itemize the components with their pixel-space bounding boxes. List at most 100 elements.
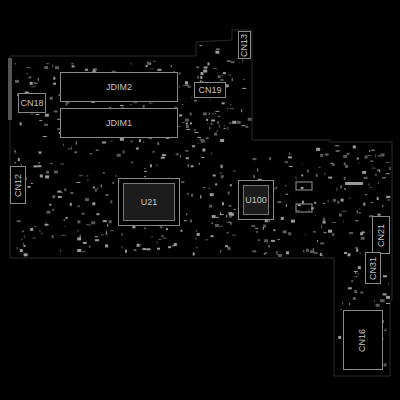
smd-part — [375, 154, 376, 157]
smd-part — [230, 184, 232, 186]
connector-outline: JDIM2 — [60, 72, 178, 102]
smd-part — [337, 201, 339, 204]
smd-part — [383, 275, 387, 277]
smd-part — [239, 62, 240, 63]
smd-part — [316, 148, 320, 151]
smd-part — [215, 224, 219, 227]
smd-part — [320, 154, 323, 157]
smd-part — [23, 243, 24, 244]
smd-part — [228, 247, 231, 250]
smd-part — [264, 239, 268, 242]
ref-designator: U100 — [245, 196, 267, 205]
smd-part — [20, 122, 22, 125]
smd-part — [186, 213, 187, 215]
smd-part — [215, 111, 219, 112]
smd-part — [191, 97, 192, 98]
smd-part — [33, 82, 37, 84]
smd-part — [93, 186, 95, 188]
smd-part — [95, 236, 98, 237]
smd-part — [144, 168, 146, 169]
smd-part — [336, 188, 337, 191]
smd-part — [208, 188, 210, 189]
smd-part — [357, 158, 359, 160]
smd-part — [257, 168, 258, 171]
smd-part — [323, 203, 325, 204]
smd-part — [359, 212, 361, 213]
smd-part — [355, 272, 356, 274]
smd-part — [133, 102, 137, 103]
smd-part — [27, 73, 28, 74]
smd-part — [24, 253, 28, 256]
smd-part — [229, 205, 232, 206]
smd-part — [45, 114, 49, 117]
smd-part — [200, 195, 201, 198]
smd-part — [137, 244, 140, 247]
smd-part — [28, 77, 31, 79]
smd-part — [354, 276, 358, 277]
edge-connector — [8, 58, 12, 120]
smd-part — [314, 253, 318, 254]
smd-part — [57, 191, 61, 193]
smd-part — [386, 303, 390, 304]
smd-part — [185, 119, 189, 122]
smd-part — [221, 175, 224, 178]
smd-part — [190, 122, 192, 124]
smd-part — [220, 212, 221, 215]
smd-part — [95, 189, 97, 192]
smd-part — [228, 192, 230, 195]
smd-part — [46, 63, 49, 65]
smd-part — [365, 156, 368, 159]
smd-part — [386, 296, 390, 299]
smd-part — [278, 254, 282, 257]
smd-part — [182, 104, 183, 105]
smd-part — [311, 207, 314, 209]
smd-part — [116, 175, 117, 177]
smd-part — [134, 249, 137, 251]
smd-part — [242, 125, 246, 126]
smd-part — [70, 192, 73, 194]
smd-part — [35, 86, 36, 87]
smd-part — [52, 209, 54, 211]
smd-part — [220, 139, 224, 142]
smd-part — [344, 177, 346, 180]
smd-part — [253, 175, 255, 178]
smd-part — [49, 204, 51, 206]
smd-part — [153, 61, 156, 62]
smd-part — [144, 228, 146, 229]
smd-part — [372, 168, 376, 169]
smd-part — [228, 222, 232, 223]
smd-part — [220, 250, 221, 252]
smd-part — [222, 75, 223, 76]
smd-part — [216, 49, 220, 50]
smd-part — [211, 120, 215, 122]
smd-part — [243, 79, 244, 80]
smd-part — [179, 86, 180, 87]
smd-part — [320, 253, 322, 256]
smd-part — [89, 246, 91, 248]
smd-part — [147, 248, 151, 250]
smd-part — [20, 249, 23, 252]
smd-part — [370, 161, 373, 162]
smd-part — [255, 228, 258, 229]
smd-part — [109, 220, 112, 223]
smd-part — [166, 138, 169, 139]
smd-part — [285, 194, 288, 195]
smd-part — [64, 188, 66, 191]
smd-part — [162, 238, 166, 239]
smd-part — [150, 164, 152, 167]
smd-part — [369, 183, 370, 186]
smd-part — [378, 182, 379, 184]
smd-part — [285, 185, 286, 186]
smd-part — [338, 336, 341, 339]
smd-part — [332, 164, 335, 166]
smd-part — [195, 132, 199, 133]
connector-outline: CN31 — [365, 252, 381, 284]
smd-part — [322, 255, 323, 257]
smd-part — [214, 133, 217, 136]
smd-part — [365, 194, 367, 195]
smd-part — [181, 181, 184, 183]
smd-part — [105, 234, 108, 235]
ref-designator: U21 — [141, 198, 158, 207]
smd-part — [143, 141, 144, 142]
